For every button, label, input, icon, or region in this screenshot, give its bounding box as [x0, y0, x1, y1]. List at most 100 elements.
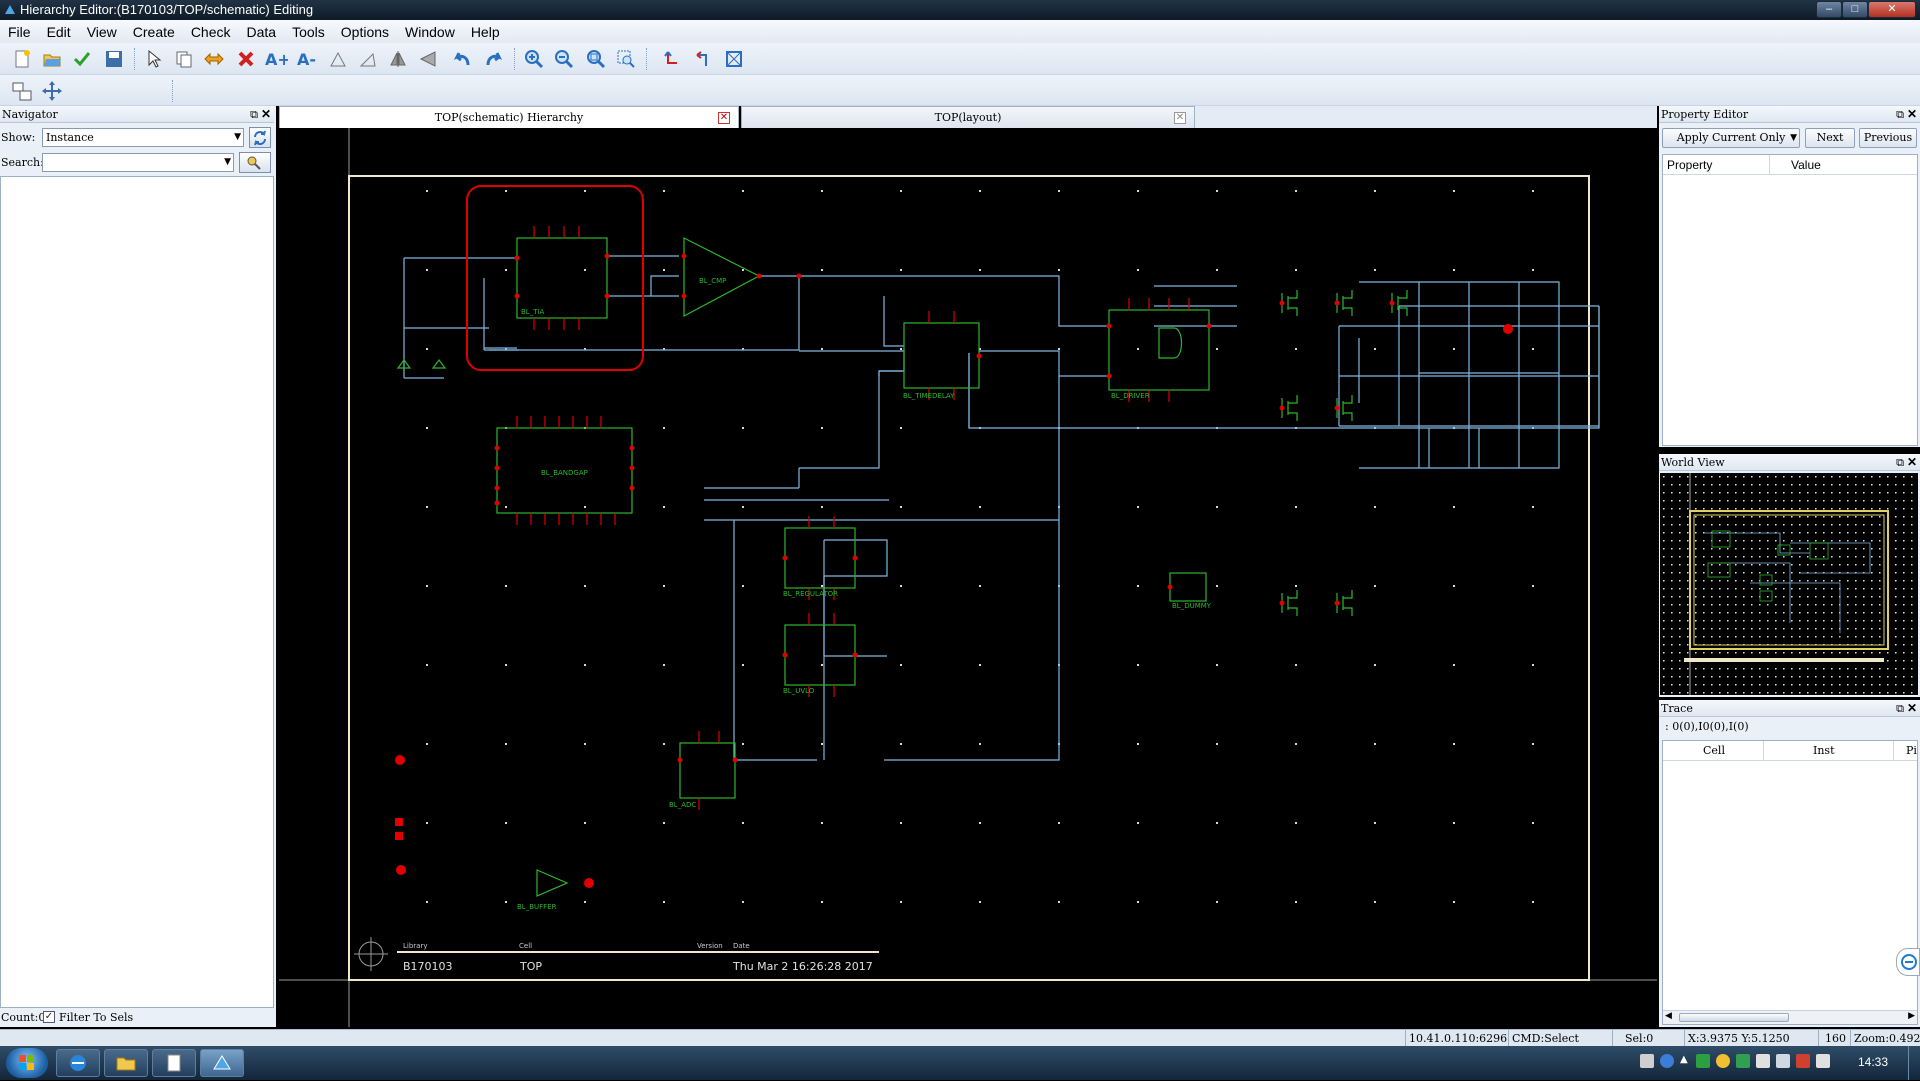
- block-driver[interactable]: [1108, 309, 1210, 391]
- label-cmp: BL_CMP: [699, 277, 726, 285]
- menu-help[interactable]: Help: [470, 23, 500, 40]
- filter-label: Filter To Sels: [59, 1011, 134, 1024]
- block-cmp[interactable]: [683, 237, 761, 317]
- keyboard-icon[interactable]: [1640, 1054, 1654, 1068]
- dock-icon[interactable]: ⧉: [1896, 702, 1904, 715]
- block-buffer[interactable]: [536, 869, 569, 897]
- close-window-button[interactable]: ✕: [1868, 1, 1916, 18]
- chevron-up-icon[interactable]: ▲: [1680, 1054, 1688, 1065]
- delete-icon[interactable]: [234, 47, 258, 71]
- label-buffer: BL_BUFFER: [517, 903, 557, 911]
- show-select[interactable]: Instance ▼: [42, 128, 244, 147]
- driver-gate-symbol: [1158, 327, 1183, 359]
- descend-icon[interactable]: [660, 47, 684, 71]
- window-fit-icon[interactable]: [722, 47, 746, 71]
- close-icon[interactable]: ✕: [1906, 455, 1917, 469]
- scrollbar-thumb[interactable]: [1679, 1013, 1789, 1022]
- chevron-right-icon[interactable]: ▶: [1908, 1011, 1915, 1021]
- zoom-text-out-icon[interactable]: A-: [296, 47, 320, 71]
- property-table[interactable]: Property Value: [1662, 154, 1918, 446]
- rotate-ccw-icon[interactable]: [356, 47, 380, 71]
- chevron-down-icon: ▼: [224, 157, 231, 167]
- menu-file[interactable]: File: [8, 23, 31, 40]
- navigator-header: Navigator ⧉ ✕: [0, 106, 274, 123]
- dock-icon[interactable]: ⧉: [1896, 108, 1904, 121]
- block-adc[interactable]: [679, 742, 736, 799]
- undo-icon[interactable]: [450, 47, 474, 71]
- tab-schematic-hierarchy[interactable]: TOP(schematic) Hierarchy ✕: [279, 106, 739, 128]
- zoom-in-icon[interactable]: [522, 47, 546, 71]
- menu-options[interactable]: Options: [340, 23, 390, 40]
- chevron-left-icon[interactable]: ◀: [1665, 1011, 1672, 1021]
- new-icon[interactable]: [10, 47, 34, 71]
- world-view-canvas[interactable]: [1660, 473, 1918, 695]
- close-icon[interactable]: ✕: [1174, 112, 1186, 124]
- taskbar-app-button[interactable]: [152, 1049, 196, 1077]
- zoom-out-icon[interactable]: [552, 47, 576, 71]
- tray-smiley-icon[interactable]: [1716, 1054, 1730, 1068]
- flag-icon[interactable]: [1816, 1054, 1830, 1068]
- dock-icon[interactable]: ⧉: [250, 108, 258, 121]
- minimize-button[interactable]: –: [1816, 1, 1842, 18]
- trace-scrollbar[interactable]: ◀ ▶: [1663, 1010, 1917, 1024]
- side-widget-button[interactable]: [1896, 948, 1920, 976]
- status-ip: 10.41.0.110:6296: [1405, 1030, 1507, 1047]
- help-icon[interactable]: [1660, 1054, 1674, 1068]
- close-icon[interactable]: ✕: [1906, 107, 1917, 121]
- hierarchy-tree-icon[interactable]: [10, 79, 34, 103]
- search-input[interactable]: ▼: [42, 153, 234, 172]
- taskbar-explorer-button[interactable]: [104, 1049, 148, 1077]
- flip-vertical-icon[interactable]: [386, 47, 410, 71]
- clock[interactable]: 14:33: [1858, 1055, 1889, 1069]
- schematic-drawing[interactable]: BL_TIA BL_CMP BL_TIMEDELAY BL_DRIVER BL_…: [279, 128, 1657, 1027]
- trace-table[interactable]: Cell Inst Pi ◀ ▶: [1662, 740, 1918, 1025]
- tray-usb-icon[interactable]: [1756, 1054, 1770, 1068]
- select-arrow-icon[interactable]: [142, 47, 166, 71]
- ascend-icon[interactable]: [690, 47, 714, 71]
- maximize-button[interactable]: □: [1842, 1, 1868, 18]
- next-button[interactable]: Next: [1805, 128, 1855, 148]
- schematic-canvas[interactable]: BL_TIA BL_CMP BL_TIMEDELAY BL_DRIVER BL_…: [279, 128, 1657, 1027]
- close-icon[interactable]: ✕: [1906, 701, 1917, 715]
- previous-button[interactable]: Previous: [1859, 128, 1917, 148]
- close-icon[interactable]: ✕: [260, 107, 271, 121]
- zoom-area-icon[interactable]: [614, 47, 638, 71]
- menu-tools[interactable]: Tools: [292, 23, 325, 40]
- network-icon[interactable]: [1776, 1054, 1790, 1068]
- property-editor-panel: Property Editor ⧉ ✕ Apply Current Only ▼…: [1659, 106, 1920, 447]
- check-icon[interactable]: [70, 47, 94, 71]
- zoom-text-in-icon[interactable]: A+: [264, 47, 288, 71]
- dock-icon[interactable]: ⧉: [1896, 456, 1904, 469]
- redo-icon[interactable]: [482, 47, 506, 71]
- start-button[interactable]: [6, 1048, 48, 1078]
- tab-layout[interactable]: TOP(layout) ✕: [741, 106, 1195, 128]
- save-icon[interactable]: [102, 47, 126, 71]
- refresh-button[interactable]: [249, 127, 271, 148]
- volume-icon[interactable]: [1796, 1054, 1810, 1068]
- menu-create[interactable]: Create: [132, 23, 175, 40]
- zoom-fit-icon[interactable]: [584, 47, 608, 71]
- filter-checkbox[interactable]: ✓: [43, 1011, 55, 1023]
- menu-data[interactable]: Data: [246, 23, 277, 40]
- apply-current-only-select[interactable]: Apply Current Only ▼: [1662, 128, 1800, 148]
- taskbar-hierarchy-editor-button[interactable]: [200, 1049, 244, 1077]
- close-icon[interactable]: ✕: [718, 112, 730, 124]
- navigator-tree[interactable]: [0, 176, 274, 1008]
- tray-monitor-icon[interactable]: [1736, 1054, 1750, 1068]
- menu-edit[interactable]: Edit: [46, 23, 71, 40]
- flip-horizontal-icon[interactable]: [416, 47, 440, 71]
- tray-app-icon[interactable]: [1696, 1054, 1710, 1068]
- menu-check[interactable]: Check: [190, 23, 231, 40]
- move-icon[interactable]: [202, 47, 226, 71]
- taskbar-ie-button[interactable]: [56, 1049, 100, 1077]
- menu-window[interactable]: Window: [405, 23, 455, 40]
- svg-text:A-: A-: [297, 50, 316, 69]
- pan-icon[interactable]: [40, 79, 64, 103]
- menu-view[interactable]: View: [86, 23, 117, 40]
- search-button[interactable]: [239, 152, 271, 173]
- show-desktop-button[interactable]: [1908, 1046, 1920, 1080]
- open-icon[interactable]: [40, 47, 64, 71]
- copy-icon[interactable]: [172, 47, 196, 71]
- rotate-icon[interactable]: [326, 47, 350, 71]
- block-tia[interactable]: [516, 237, 608, 319]
